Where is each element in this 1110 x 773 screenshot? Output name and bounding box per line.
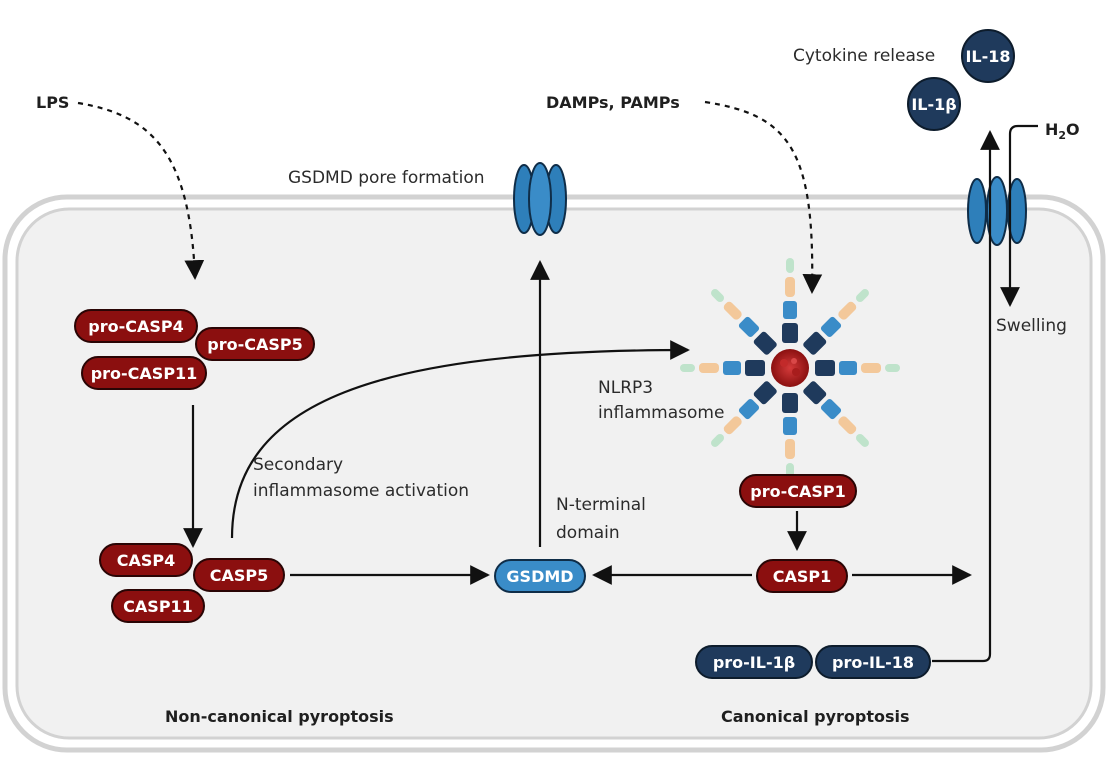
gsdmd-pore-icon [513,162,567,236]
svg-text:pro-IL-1β: pro-IL-1β [713,653,795,672]
svg-text:pro-CASP11: pro-CASP11 [91,364,198,383]
cytokine-release-pore-icon [967,176,1027,246]
swelling-label: Swelling [996,316,1067,336]
nterm-label-line2: domain [556,523,620,543]
svg-text:CASP1: CASP1 [773,567,832,586]
cytokine-release-arrow [932,130,1000,663]
nterm-label-line1: N-terminal [556,495,646,515]
nlrp3-inflammasome-icon [680,258,900,478]
svg-text:CASP4: CASP4 [117,551,176,570]
cytokine-release-label: Cytokine release [793,46,935,66]
pore-formation-label: GSDMD pore formation [288,168,485,188]
il1b-cytokine: IL-1β [907,77,961,131]
damps-label: DAMPs, PAMPs [546,93,680,112]
pro-casp4-pill: pro-CASP4 [74,309,198,343]
nlrp3-label-line1: NLRP3 [598,378,653,398]
svg-text:GSDMD: GSDMD [506,567,573,586]
lps-label: LPS [36,93,69,112]
pro-casp5-pill: pro-CASP5 [195,327,315,361]
h2o-label: H2O [1045,120,1080,142]
casp11-pill: CASP11 [111,589,205,623]
lps-arrow [77,101,205,280]
svg-text:pro-CASP5: pro-CASP5 [207,335,302,354]
noncanonical-label: Non-canonical pyroptosis [165,707,394,726]
il18-label: IL-18 [965,47,1010,66]
secondary-label-line2: inflammasome activation [253,481,469,501]
pro-il18-pill: pro-IL-18 [815,645,931,679]
cell-membrane [2,194,1106,753]
secondary-label-line1: Secondary [253,455,343,475]
svg-text:CASP5: CASP5 [210,566,269,585]
gsdmd-pill: GSDMD [494,559,586,593]
secondary-activation-arrow [230,340,690,539]
pro-casp11-pill: pro-CASP11 [81,356,207,390]
svg-text:CASP11: CASP11 [123,597,193,616]
water-influx-arrow [1000,124,1038,307]
svg-text:pro-IL-18: pro-IL-18 [832,653,914,672]
il18-cytokine: IL-18 [961,29,1015,83]
casp4-pill: CASP4 [99,543,193,577]
il1b-label: IL-1β [911,95,956,114]
nlrp3-label-line2: inflammasome [598,403,724,423]
pro-casp1-pill: pro-CASP1 [739,474,857,508]
casp1-pill: CASP1 [756,559,848,593]
pro-il1b-pill: pro-IL-1β [695,645,813,679]
canonical-label: Canonical pyroptosis [721,707,910,726]
damps-arrow [704,100,823,294]
casp5-pill: CASP5 [193,558,285,592]
svg-text:pro-CASP4: pro-CASP4 [88,317,183,336]
svg-text:pro-CASP1: pro-CASP1 [750,482,845,501]
